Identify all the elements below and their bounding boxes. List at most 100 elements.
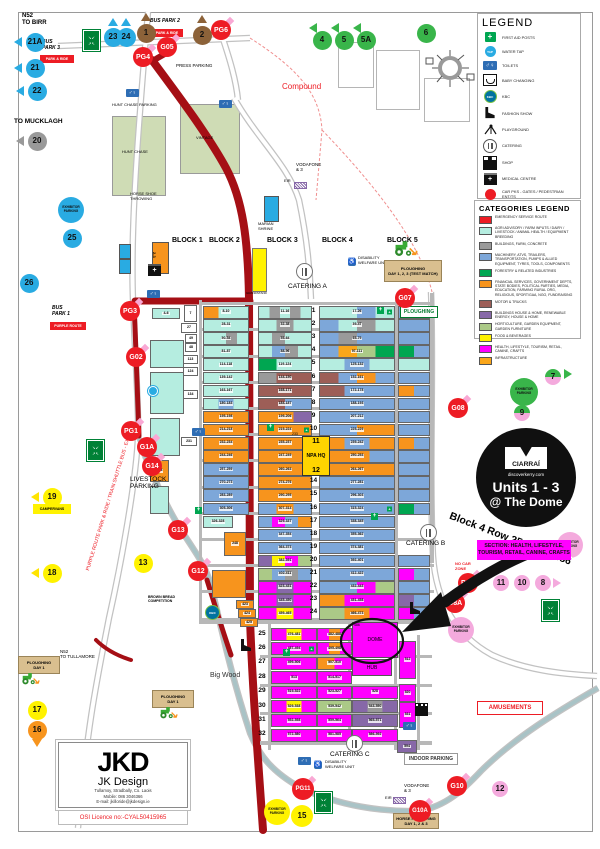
stand-cell: 451-458: [319, 594, 395, 607]
shop-icon: [416, 704, 427, 715]
parking-badge-21a: 21A: [25, 32, 45, 52]
first-aid-icon: +: [304, 427, 309, 433]
category-label: AGRI ADVISORY / FARM INPUTS / DAIRY / LI…: [495, 226, 569, 239]
stand-box: 48: [185, 343, 197, 352]
stand-cell: 513: [271, 671, 317, 685]
map-label: CATERING A: [288, 283, 327, 290]
grid-road-h: [199, 381, 434, 385]
direction-triangle: [121, 18, 131, 26]
stand-box: 49: [185, 334, 197, 343]
map-label: HUNT CHASE PARKING: [112, 102, 157, 107]
parking-badge-21: 21: [25, 58, 45, 78]
row-number: 23: [309, 595, 318, 603]
gates-icon: [482, 188, 498, 200]
stand-cell: 543-550: [352, 700, 398, 713]
stand-cell: [398, 554, 430, 568]
parking-badge-15: 15: [291, 805, 313, 827]
gate-g05: G05: [157, 37, 177, 57]
parking-badge-16: 16: [27, 720, 47, 740]
roundabout-icon: [425, 50, 475, 87]
grid-road-h: [199, 328, 434, 332]
legend-item-label: CAR PKS - GATES / PEDESTRIAN ENT/TS: [502, 189, 564, 200]
stand-cell: [398, 423, 430, 437]
map-label: HUNT CHASE: [122, 149, 148, 154]
row-number: 32: [258, 730, 266, 738]
map-label: BLOCK 4: [322, 237, 353, 244]
direction-triangle: [564, 369, 572, 379]
parking-badge-25: 25: [62, 228, 82, 248]
stand-cell: [398, 371, 430, 384]
category-swatch: [479, 253, 492, 262]
toilets-icon: ♂♀: [147, 290, 160, 298]
row-number: 27: [258, 658, 266, 666]
stand-cell: 374-381: [319, 541, 395, 555]
parking-badge-13: 13: [133, 553, 153, 573]
boxed-label: INDOOR PARKING: [404, 753, 458, 765]
emergency-assembly-icon: ↘↙↗↖: [542, 600, 559, 621]
map-label: BUS PARK 2: [150, 18, 180, 24]
gate-pg8: PG8: [458, 573, 478, 593]
stand-box: 520: [399, 684, 416, 702]
stand-cell: 482-488: [317, 628, 352, 641]
catering-icon: [296, 263, 313, 280]
stand-cell: 445-450: [258, 594, 312, 607]
kbc-icon: KBC: [205, 605, 220, 620]
stand-cell: [398, 581, 430, 594]
stand-cell: 528: [352, 685, 398, 699]
first-aid-icon: +: [387, 309, 392, 315]
disability-icon: ♿: [348, 258, 356, 266]
category-item: HEALTH, LIFESTYLE, TOURISM, RETAIL, CANI…: [479, 345, 576, 354]
category-swatch: [479, 356, 492, 365]
stand-box: 27: [181, 323, 197, 333]
gate-g8a: G8A: [445, 593, 465, 613]
section-banner: SECTION: HEALTH, LIFESTYLE, TOURISM, RET…: [477, 540, 571, 560]
toilets-icon: ♂♀: [298, 757, 311, 765]
eir-mast-icon: [294, 182, 307, 189]
compound-building: [376, 50, 420, 110]
direction-triangle: [16, 136, 24, 146]
stand-cell: 28-31: [203, 319, 249, 332]
gate-g10a: G10A: [409, 800, 431, 822]
stand-cell: 507-510: [317, 656, 352, 670]
row-number: 10: [309, 424, 318, 432]
stand-cell: 257-259: [203, 463, 249, 476]
stand-cell: 39-47: [319, 319, 395, 332]
boxed-label: CAMPERVANS: [33, 504, 71, 514]
map-label: BLOCK 1: [172, 237, 203, 244]
category-item: HORTICULTURE, GARDEN EQUIPMENT, GARDEN F…: [479, 322, 576, 331]
legend-item-label: MEDICAL CENTRE: [502, 176, 537, 182]
category-label: FORESTRY & RELATED INDUSTRIES: [495, 268, 557, 273]
legend-item: CAR PKS - GATES / PEDESTRIAN ENT/TS: [482, 188, 576, 200]
category-label: MOTOR & TRUCKS: [495, 299, 527, 304]
category-swatch: [479, 334, 492, 343]
stand-cell: 338-345: [319, 515, 395, 529]
parking-badge-8: 8: [535, 575, 551, 591]
stand-cell: 307-314: [258, 502, 312, 515]
stand-cell: 239-242: [319, 437, 395, 450]
map-label: 233: [292, 432, 298, 436]
grid-road-h: [199, 433, 434, 437]
stand-cell: [398, 489, 430, 502]
emergency-assembly-icon: ↘↙↗↖: [315, 792, 332, 813]
legend-item-label: CATERING: [502, 143, 522, 149]
category-label: BUILDINGS, FARM, CONCRETE: [495, 241, 548, 246]
category-swatch: [479, 280, 492, 289]
parking-badge-2: 2: [192, 25, 212, 45]
legend-item: +FIRST AID POSTS: [482, 32, 576, 42]
row-number: 26: [258, 643, 266, 651]
stand-cell: 423-431: [258, 581, 312, 594]
row-number: 29: [258, 687, 266, 695]
row-number: 7: [311, 385, 316, 393]
legend-item-label: FIRST AID POSTS: [502, 34, 535, 40]
dome-advert-line2: @ The Dome: [489, 495, 563, 509]
toilets-icon: ♂♀: [126, 89, 139, 97]
legend-item: PLAYGROUND: [482, 124, 576, 135]
parking-badge-6: 6: [416, 23, 436, 43]
map-label: Compound: [282, 82, 322, 91]
gate-pg4: PG4: [133, 47, 153, 67]
parking-badge-7: 7: [545, 369, 561, 385]
category-item: FOOD & BEVERAGES: [479, 334, 576, 343]
